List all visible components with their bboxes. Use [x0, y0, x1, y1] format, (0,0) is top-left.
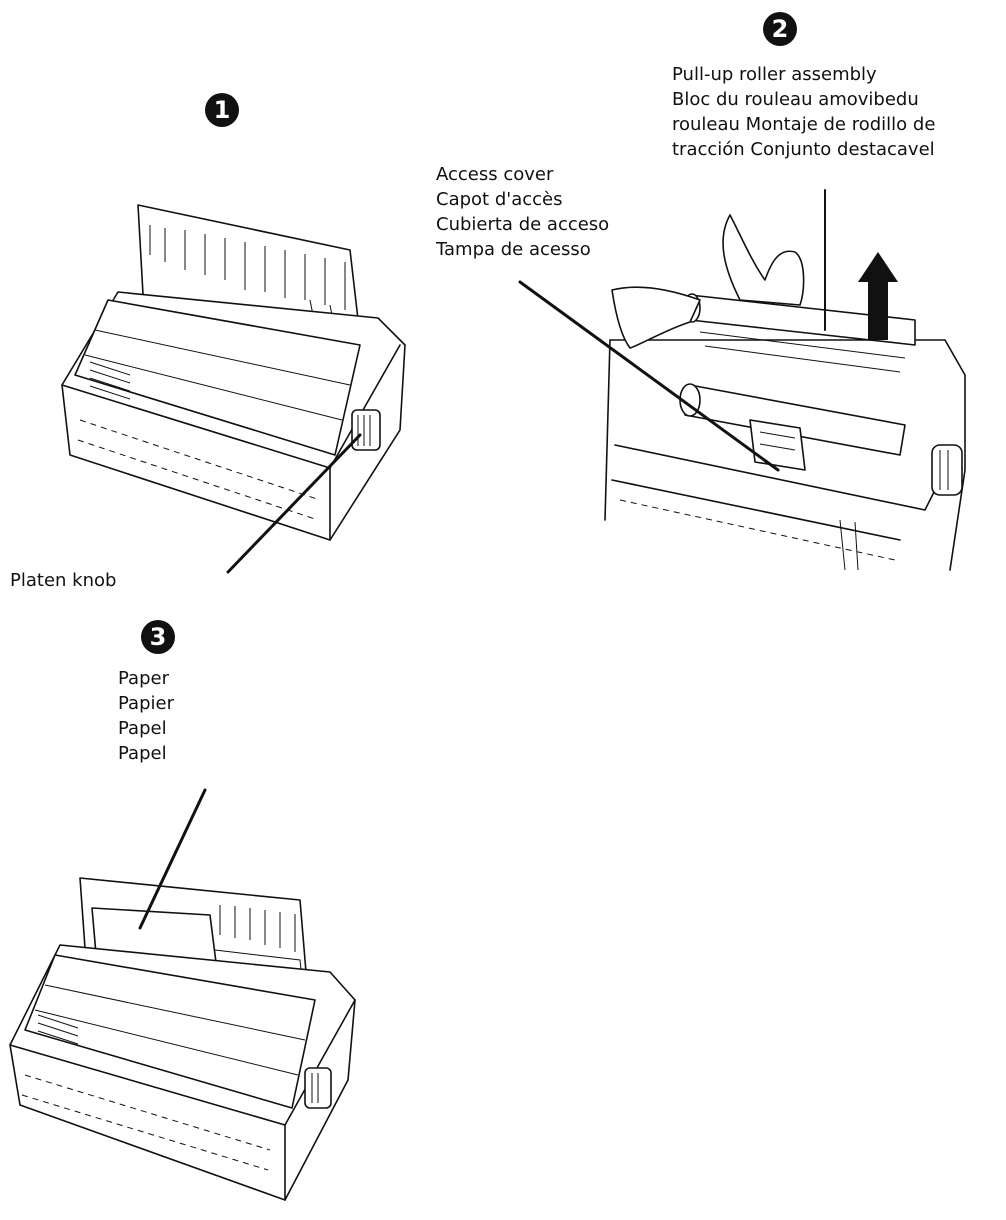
- paper-label: Paper Papier Papel Papel: [118, 666, 174, 766]
- roller-label-line: rouleau Montaje de rodillo de: [672, 114, 936, 135]
- step-3-badge: 3: [141, 620, 175, 654]
- cover-label-line: Cubierta de acceso: [436, 214, 610, 235]
- roller-label-line: Pull-up roller assembly: [672, 64, 877, 85]
- paper-leader: [138, 788, 207, 930]
- paper-label-line: Paper: [118, 668, 169, 689]
- printer-2-illustration: [604, 214, 966, 571]
- cover-label-line: Tampa de acesso: [436, 239, 591, 260]
- pull-up-roller-label: Pull-up roller assembly Bloc du rouleau …: [672, 62, 935, 162]
- step-1-badge: 1: [205, 93, 239, 127]
- platen-knob-text: Platen knob: [10, 570, 117, 591]
- cover-label-line: Capot d'accès: [436, 189, 563, 210]
- platen-knob-leader: [226, 433, 362, 574]
- paper-label-line: Papier: [118, 693, 174, 714]
- printer-1-illustration: [61, 204, 406, 541]
- roller-label-line: tracción Conjunto destacavel: [672, 139, 935, 160]
- access-cover-leader: [518, 280, 780, 472]
- access-cover-label: Access cover Capot d'accès Cubierta de a…: [436, 162, 609, 262]
- cover-label-line: Access cover: [436, 164, 554, 185]
- paper-label-line: Papel: [118, 743, 167, 764]
- paper-label-line: Papel: [118, 718, 167, 739]
- printer-3-illustration: [9, 877, 356, 1201]
- step-2-badge: 2: [763, 12, 797, 46]
- platen-knob-label: Platen knob: [10, 568, 116, 593]
- roller-label-line: Bloc du rouleau amovibedu: [672, 89, 919, 110]
